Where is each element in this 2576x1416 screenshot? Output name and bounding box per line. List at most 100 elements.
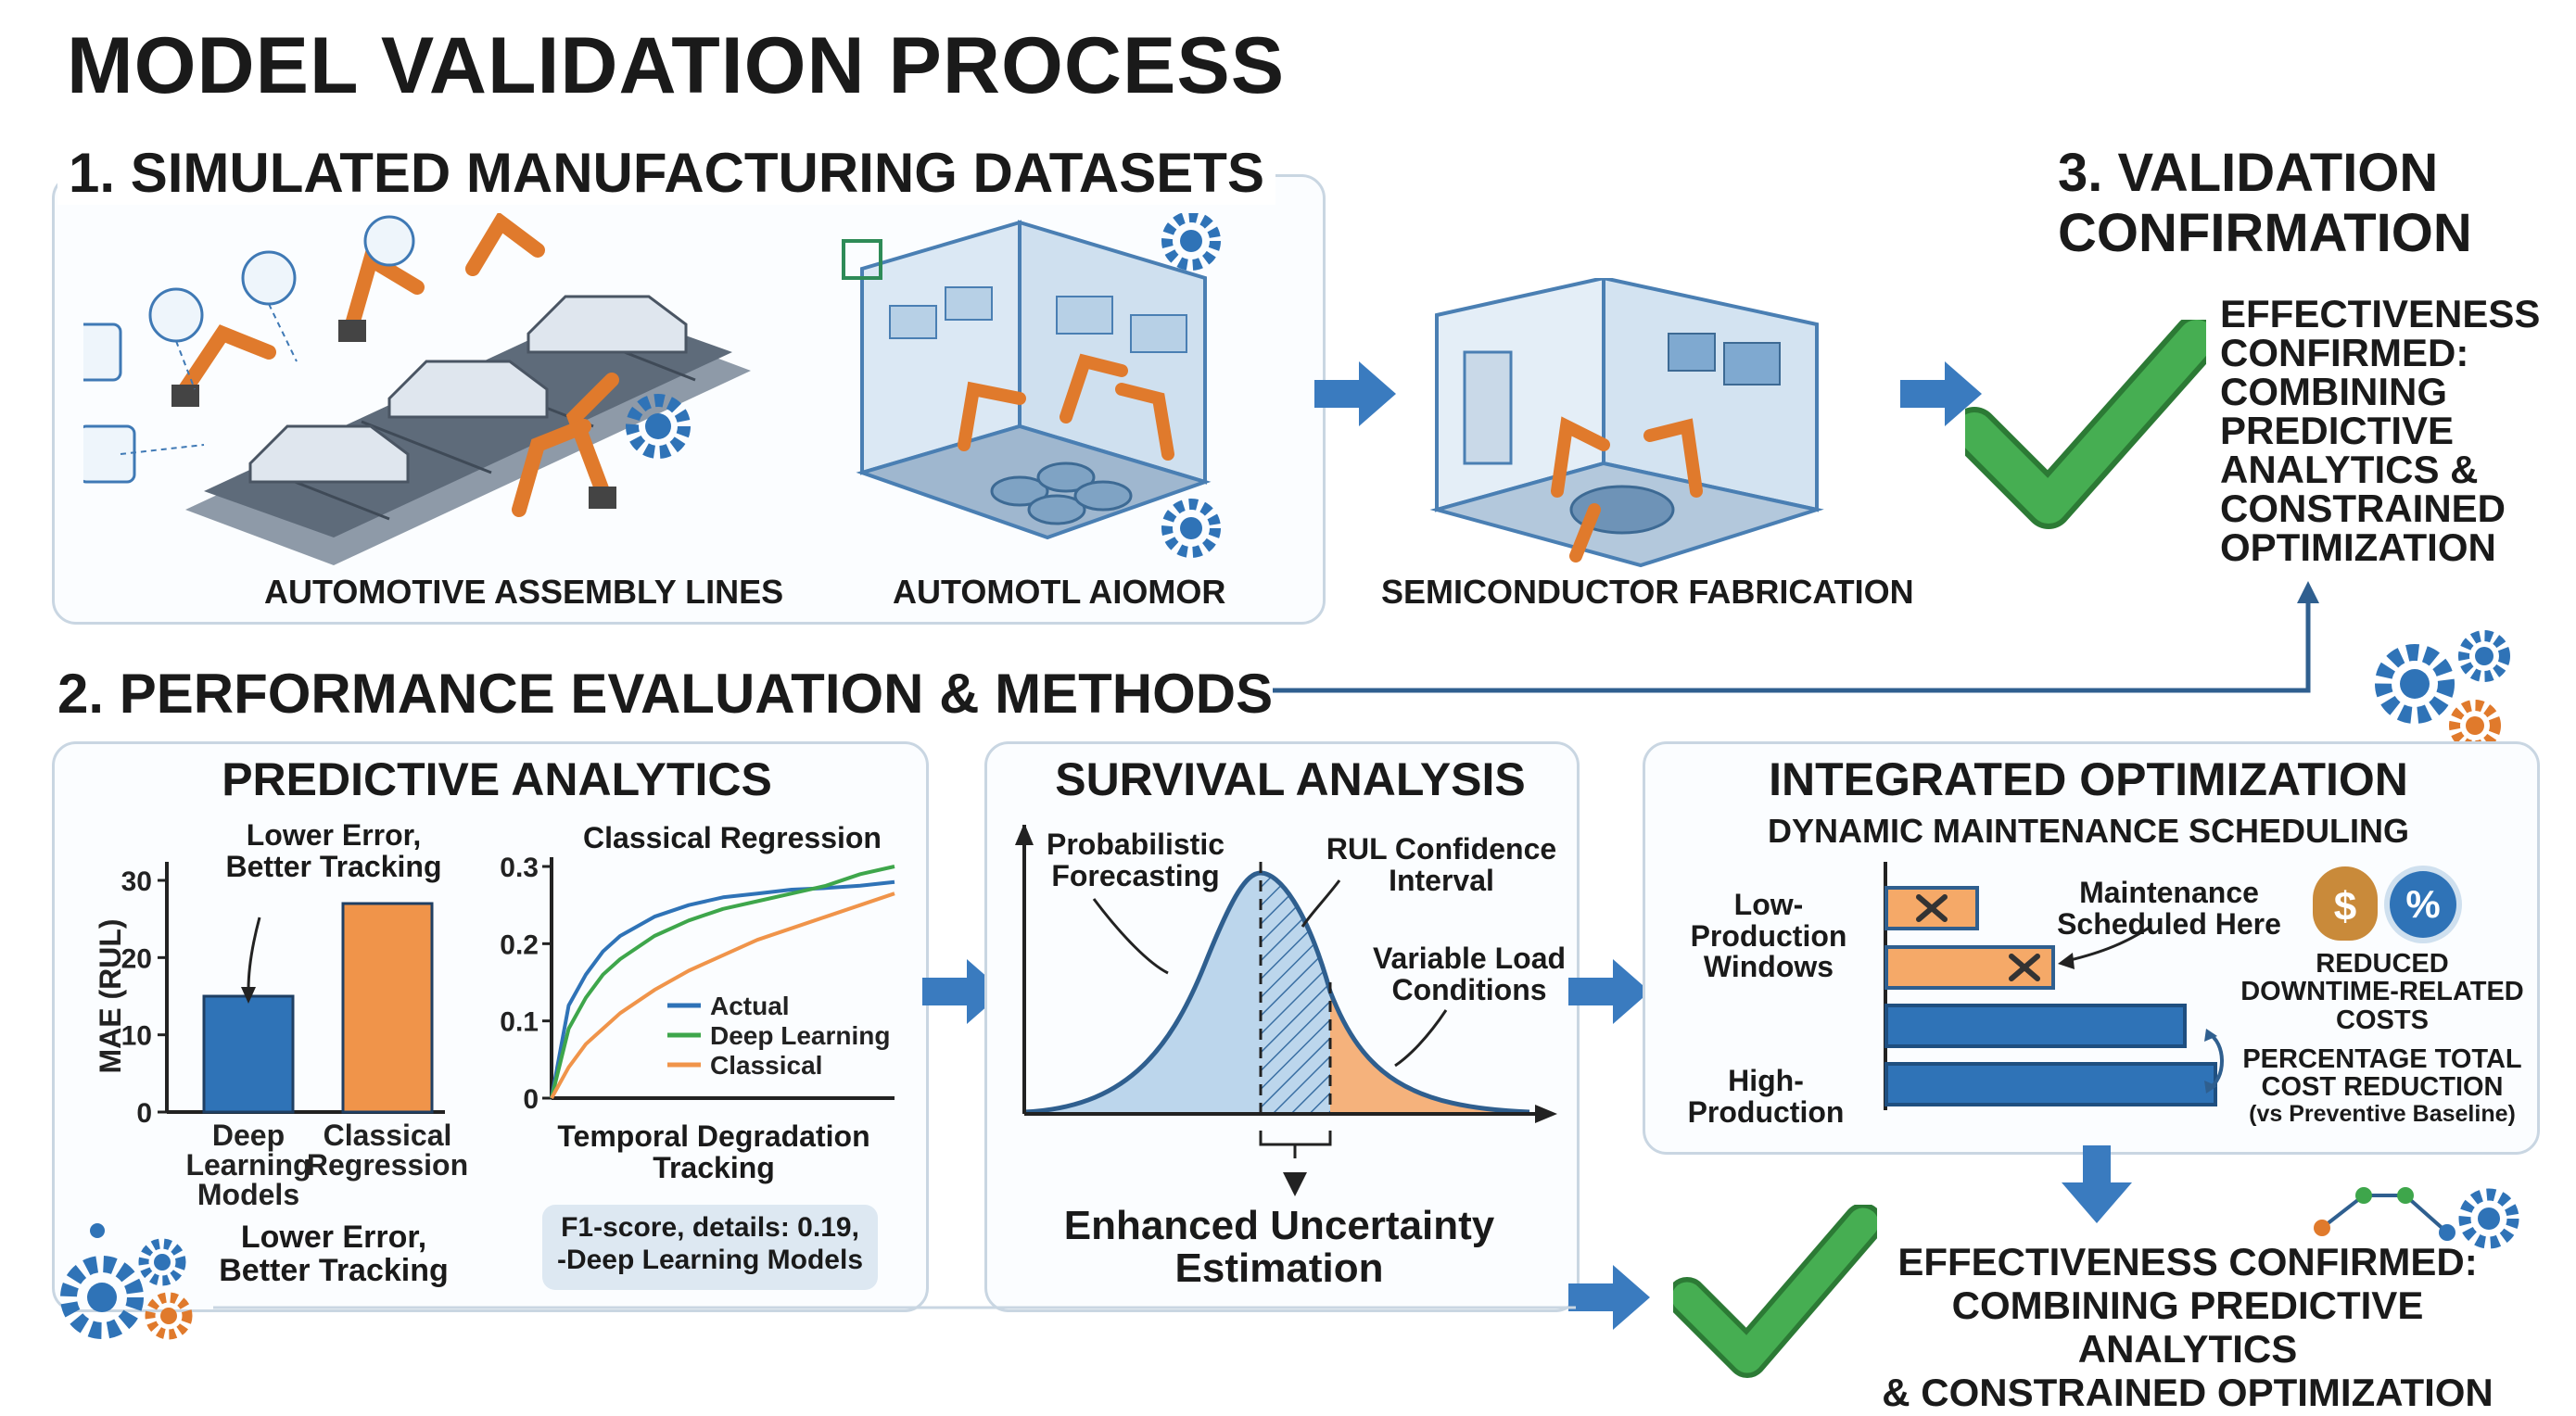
line-chart-xlabel: Temporal Degradation Tracking	[547, 1119, 881, 1184]
schedule-bars	[1884, 862, 2217, 1110]
final-checkmark-icon	[1673, 1205, 1877, 1378]
line-series	[550, 879, 895, 1099]
validation-line-4: PREDICTIVE	[2220, 409, 2455, 452]
optimization-title: INTEGRATED OPTIMIZATION	[1769, 753, 2408, 805]
bottom-note-line2: Better Tracking	[219, 1252, 449, 1288]
automotive-assembly-illustration	[83, 213, 751, 565]
label-variable-load: Variable Load Conditions	[1358, 942, 1580, 1006]
reduced-line2: DOWNTIME-RELATED	[2240, 977, 2524, 1007]
legend-label: Deep Learning	[710, 1021, 890, 1050]
bar-y-tick-label: 10	[121, 1021, 152, 1052]
validation-text: EFFECTIVENESS CONFIRMED: COMBINING PREDI…	[2220, 295, 2540, 567]
cycle-arrows-icon	[2204, 1029, 2224, 1094]
bar-annotation-line2: Better Tracking	[225, 849, 442, 883]
money-symbol: $	[2333, 884, 2357, 929]
label-prob-line1: Probabilistic	[1046, 828, 1225, 861]
arrow-down	[2062, 1145, 2132, 1223]
label-rul: RUL Confidence Interval	[1316, 832, 1567, 896]
uncertainty-line1: Enhanced Uncertainty	[1063, 1203, 1495, 1248]
line-y-tick-label: 0	[523, 1084, 539, 1115]
f1-note-line2: -Deep Learning Models	[556, 1244, 864, 1275]
section3-title-line1: 3. VALIDATION	[2058, 143, 2439, 203]
label-low-line2: Windows	[1703, 950, 1834, 984]
checkmark-icon	[1965, 320, 2206, 529]
pct-line2: COST REDUCTION	[2261, 1072, 2504, 1103]
section2-title: 2. PERFORMANCE EVALUATION & METHODS	[57, 662, 1274, 726]
uncertainty-caption: Enhanced Uncertainty Estimation	[1029, 1203, 1529, 1292]
final-confirmation-text: EFFECTIVENESS CONFIRMED: COMBINING PREDI…	[1845, 1240, 2531, 1414]
validation-line-6: CONSTRAINED	[2220, 487, 2506, 530]
predictive-title: PREDICTIVE ANALYTICS	[222, 753, 772, 805]
bottom-note-line1: Lower Error,	[240, 1220, 427, 1255]
pct-line1: PERCENTAGE TOTAL	[2242, 1044, 2522, 1074]
label-var-line2: Conditions	[1391, 972, 1547, 1006]
caption-semiconductor: SEMICONDUCTOR FABRICATION	[1381, 573, 1914, 611]
bar-annotation-arrowhead	[241, 987, 256, 1004]
automotl-room-illustration	[842, 213, 1221, 558]
bar-y-label: MAE (RUL)	[94, 918, 127, 1073]
label-low-line1: Low-Production	[1690, 888, 1847, 953]
final-line2: COMBINING PREDICTIVE ANALYTICS	[1951, 1283, 2424, 1372]
bar-category-label: Deep	[212, 1119, 285, 1152]
section3-title: 3. VALIDATION CONFIRMATION	[2058, 143, 2472, 264]
line-y-tick-label: 0.1	[500, 1007, 539, 1038]
percent-badge-icon: %	[2390, 871, 2456, 938]
optimization-subtitle: DYNAMIC MAINTENANCE SCHEDULING	[1768, 812, 2409, 850]
reduced-line3: COSTS	[2336, 1005, 2429, 1035]
bar-y-tick-label: 0	[136, 1098, 152, 1129]
validation-line-7: OPTIMIZATION	[2220, 525, 2496, 569]
f1-note-line1: F1-score, details: 0.19,	[561, 1212, 859, 1243]
survival-down-arrowhead	[1283, 1172, 1307, 1196]
survival-title: SURVIVAL ANALYSIS	[1055, 753, 1526, 805]
label-maint-line2: Scheduled Here	[2057, 906, 2281, 941]
bar	[202, 994, 295, 1114]
arrow-right-4	[1568, 959, 1650, 1024]
section3-title-line2: CONFIRMATION	[2058, 202, 2472, 263]
bar-category-label: Models	[197, 1178, 299, 1211]
legend-label: Actual	[710, 992, 790, 1020]
bar-category-label: Learning	[185, 1148, 311, 1182]
label-var-line1: Variable Load	[1372, 942, 1567, 975]
bar-y-tick-label: 20	[121, 943, 152, 974]
percentage-reduction-text: PERCENTAGE TOTAL COST REDUCTION (vs Prev…	[2234, 1044, 2531, 1127]
line-series	[550, 865, 895, 1099]
validation-line-2: CONFIRMED:	[2220, 331, 2469, 374]
line-series	[550, 891, 895, 1099]
bar-annotation: Lower Error, Better Tracking	[209, 819, 459, 883]
label-maint-line1: Maintenance	[2079, 876, 2259, 909]
label-low-production: Low-Production Windows	[1657, 888, 1880, 984]
legend-label: Classical	[710, 1051, 822, 1080]
semiconductor-fab-illustration	[1429, 278, 1824, 568]
line-y-tick-label: 0.2	[500, 929, 539, 960]
caption-automotive: AUTOMOTIVE ASSEMBLY LINES	[264, 573, 784, 611]
uncertainty-line2: Estimation	[1174, 1245, 1384, 1292]
arrow-right-2	[1900, 361, 1982, 426]
reduced-costs-text: REDUCED DOWNTIME-RELATED COSTS	[2234, 949, 2531, 1035]
line-xlabel-1: Temporal Degradation	[557, 1119, 870, 1153]
bar-category-label: Regression	[307, 1148, 468, 1182]
label-maintenance: Maintenance Scheduled Here	[2053, 876, 2285, 941]
line-xlabel-2: Tracking	[653, 1150, 775, 1184]
label-rul-line1: RUL Confidence	[1326, 832, 1557, 866]
validation-line-1: EFFECTIVENESS	[2220, 292, 2541, 335]
final-line1: EFFECTIVENESS CONFIRMED:	[1897, 1240, 2478, 1283]
gears-icon	[2375, 630, 2510, 752]
reduced-line1: REDUCED	[2316, 949, 2449, 979]
bar-annotation-arrow	[247, 917, 261, 991]
arrow-right-1	[1314, 361, 1396, 426]
predictive-bottom-note: Lower Error, Better Tracking	[209, 1220, 459, 1288]
page-title: MODEL VALIDATION PROCESS	[67, 21, 1286, 110]
feedback-arrow	[1242, 581, 2319, 702]
line-chart-title: Classical Regression	[583, 821, 882, 854]
pct-line3: (vs Preventive Baseline)	[2249, 1100, 2516, 1127]
bar-category-label: Classical	[324, 1119, 452, 1152]
survival-curve-chart	[1015, 825, 1557, 1158]
final-line3: & CONSTRAINED OPTIMIZATION	[1882, 1371, 2494, 1415]
section1-title: 1. SIMULATED MANUFACTURING DATASETS	[57, 141, 1275, 205]
percent-symbol: %	[2405, 882, 2441, 926]
validation-line-5: ANALYTICS &	[2220, 448, 2479, 491]
money-bag-icon: $	[2313, 866, 2378, 941]
gears-bottom-left-icon	[60, 1223, 193, 1340]
